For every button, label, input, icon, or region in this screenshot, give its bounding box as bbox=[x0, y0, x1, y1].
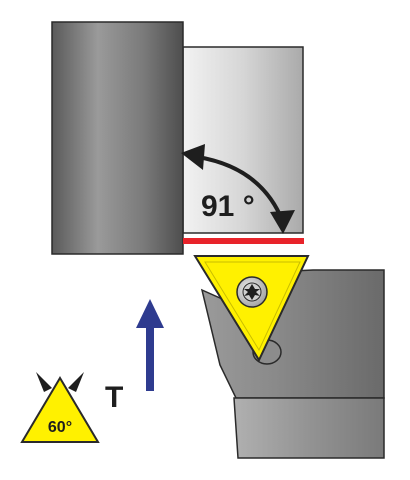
feed-direction-label: T bbox=[105, 381, 123, 414]
workpiece-light-section bbox=[182, 46, 304, 234]
workpiece-dark-section bbox=[51, 21, 184, 255]
tool-holder-shank bbox=[233, 397, 385, 459]
insert-angle-label: 60° bbox=[48, 419, 72, 436]
arrow-up-icon bbox=[136, 299, 164, 391]
triangular-insert bbox=[193, 255, 310, 363]
insert-angle-symbol: 60° bbox=[20, 372, 100, 443]
torx-screw-icon bbox=[236, 276, 268, 308]
cut-line bbox=[183, 238, 304, 244]
double-arrow-arc-icon bbox=[181, 144, 295, 234]
approach-angle-label: 91 ° bbox=[201, 190, 255, 223]
